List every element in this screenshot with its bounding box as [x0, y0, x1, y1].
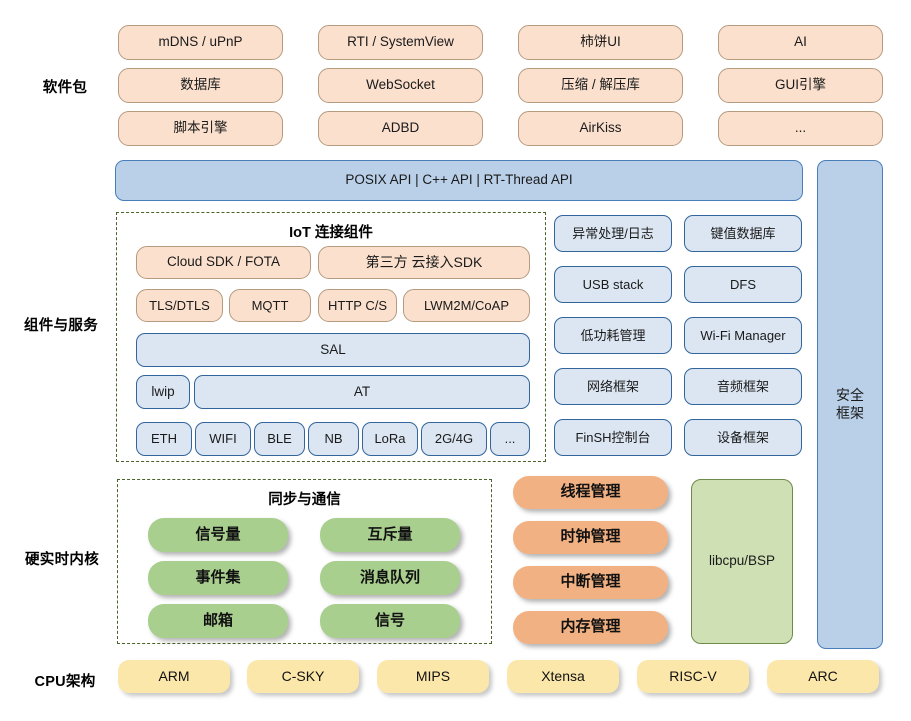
kernel-sync-box[interactable]: 信号量	[148, 518, 288, 552]
component-box[interactable]: 异常处理/日志	[554, 215, 672, 252]
package-box[interactable]: 柿饼UI	[518, 25, 683, 60]
kernel-sync-box[interactable]: 消息队列	[320, 561, 460, 595]
iot-link-box[interactable]: LoRa	[362, 422, 418, 456]
package-box[interactable]: AI	[718, 25, 883, 60]
kernel-manager-box[interactable]: 中断管理	[513, 566, 668, 599]
package-box[interactable]: 脚本引擎	[118, 111, 283, 146]
section-label-cpu-architecture: CPU架构	[34, 674, 96, 690]
package-box[interactable]: WebSocket	[318, 68, 483, 103]
package-box[interactable]: mDNS / uPnP	[118, 25, 283, 60]
section-label-software-packages: 软件包	[42, 80, 88, 96]
package-box[interactable]: ...	[718, 111, 883, 146]
sync-group-title: 同步与通信	[268, 492, 341, 508]
component-box[interactable]: 设备框架	[684, 419, 802, 456]
iot-link-box[interactable]: 2G/4G	[421, 422, 487, 456]
api-bar: POSIX API | C++ API | RT-Thread API	[115, 160, 803, 201]
libcpu-bsp-block[interactable]: libcpu/BSP	[691, 479, 793, 644]
iot-link-box[interactable]: BLE	[254, 422, 305, 456]
security-framework-block: 安全 框架	[817, 160, 883, 649]
iot-box[interactable]: 第三方 云接入SDK	[318, 246, 530, 279]
kernel-sync-box[interactable]: 信号	[320, 604, 460, 638]
kernel-sync-box[interactable]: 互斥量	[320, 518, 460, 552]
iot-box-at[interactable]: AT	[194, 375, 530, 409]
sync-communication-group	[117, 479, 492, 644]
package-box[interactable]: AirKiss	[518, 111, 683, 146]
section-label-hard-realtime-kernel: 硬实时内核	[25, 552, 99, 568]
package-box[interactable]: 数据库	[118, 68, 283, 103]
iot-link-box[interactable]: NB	[308, 422, 359, 456]
cpu-arch-box[interactable]: C-SKY	[247, 660, 359, 693]
kernel-sync-box[interactable]: 事件集	[148, 561, 288, 595]
iot-connectivity-group	[116, 212, 546, 462]
iot-box[interactable]: LWM2M/CoAP	[403, 289, 530, 322]
component-box[interactable]: 低功耗管理	[554, 317, 672, 354]
cpu-arch-box[interactable]: Xtensa	[507, 660, 619, 693]
component-box[interactable]: USB stack	[554, 266, 672, 303]
iot-box-lwip[interactable]: lwip	[136, 375, 190, 409]
iot-box[interactable]: TLS/DTLS	[136, 289, 223, 322]
cpu-arch-box[interactable]: MIPS	[377, 660, 489, 693]
iot-box[interactable]: HTTP C/S	[318, 289, 397, 322]
component-box[interactable]: DFS	[684, 266, 802, 303]
package-box[interactable]: GUI引擎	[718, 68, 883, 103]
iot-link-box[interactable]: ...	[490, 422, 530, 456]
kernel-manager-box[interactable]: 时钟管理	[513, 521, 668, 554]
kernel-manager-box[interactable]: 内存管理	[513, 611, 668, 644]
kernel-manager-box[interactable]: 线程管理	[513, 476, 668, 509]
component-box[interactable]: Wi-Fi Manager	[684, 317, 802, 354]
iot-box-sal[interactable]: SAL	[136, 333, 530, 367]
security-framework-label-line1: 安全	[836, 387, 864, 404]
section-label-components-services: 组件与服务	[24, 318, 98, 334]
cpu-arch-box[interactable]: ARM	[118, 660, 230, 693]
cpu-arch-box[interactable]: ARC	[767, 660, 879, 693]
component-box[interactable]: 网络框架	[554, 368, 672, 405]
iot-box[interactable]: MQTT	[229, 289, 311, 322]
component-box[interactable]: 音频框架	[684, 368, 802, 405]
package-box[interactable]: ADBD	[318, 111, 483, 146]
component-box[interactable]: 键值数据库	[684, 215, 802, 252]
component-box[interactable]: FinSH控制台	[554, 419, 672, 456]
iot-box[interactable]: Cloud SDK / FOTA	[136, 246, 311, 279]
cpu-arch-box[interactable]: RISC-V	[637, 660, 749, 693]
security-framework-label-line2: 框架	[836, 404, 864, 421]
package-box[interactable]: RTI / SystemView	[318, 25, 483, 60]
iot-group-title: IoT 连接组件	[289, 225, 373, 241]
iot-link-box[interactable]: WIFI	[195, 422, 251, 456]
iot-link-box[interactable]: ETH	[136, 422, 192, 456]
package-box[interactable]: 压缩 / 解压库	[518, 68, 683, 103]
kernel-sync-box[interactable]: 邮箱	[148, 604, 288, 638]
